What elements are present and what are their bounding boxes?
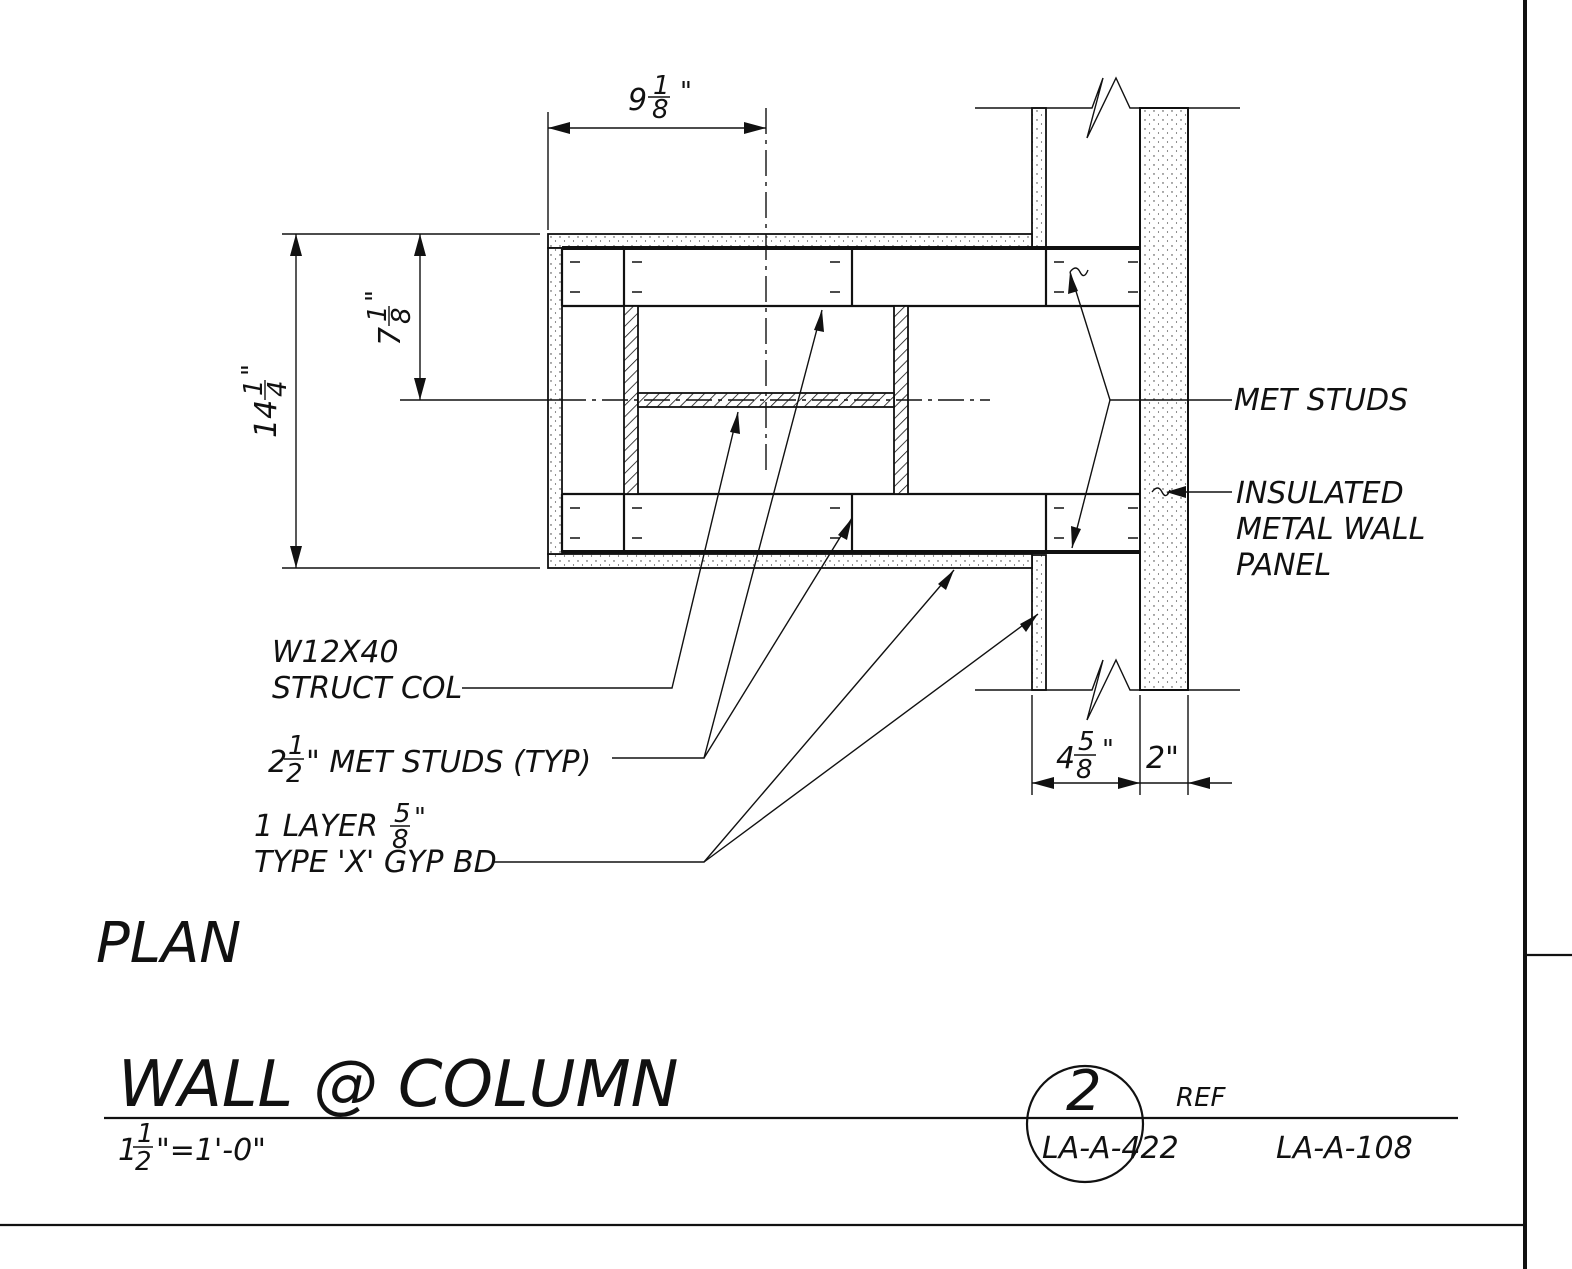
centerlines [560,108,990,470]
studs-den: 2 [286,759,303,789]
dim-panel: 2" [1146,741,1179,776]
dim-total-height: 14 1 4 " [237,364,293,438]
callout-sheet: LA-A-422 [1042,1131,1179,1166]
dim-den: 8 [387,307,417,324]
dim-num: 1 [653,71,670,101]
gyp-line-2: TYPE 'X' GYP BD [254,845,497,880]
label-insulated-panel-3: PANEL [1236,548,1331,583]
dimension-lines [282,112,1232,795]
view-label: PLAN [96,911,241,976]
dim-num: 5 [1078,727,1095,757]
dim-den: 4 [263,380,293,397]
studs-text: " MET STUDS (TYP) [306,745,591,780]
studs-whole: 2 [268,745,287,780]
label-studs-typ: 2 1 2 " MET STUDS (TYP) [268,731,591,789]
dim-whole: 9 [628,83,647,118]
label-met-studs: MET STUDS [1234,383,1408,418]
dim-whole: 7 [373,327,408,346]
dim-num: 1 [363,305,393,322]
dim-unit: " [1102,735,1114,765]
detail-title: WALL @ COLUMN [118,1048,679,1122]
dim-cavity: 4 5 8 " [1056,727,1114,785]
studs-num: 1 [288,731,305,761]
scale-rest: "=1'-0" [156,1133,266,1168]
dim-whole: 4 [1056,741,1075,776]
detail-callout: 2 LA-A-422 REF LA-A-108 [1025,1059,1413,1184]
gyp-unit: " [414,803,426,833]
gyp-line-1: 1 LAYER [254,809,378,844]
label-column-size: W12X40 [272,635,399,670]
scale-note: 1 1 2 "=1'-0" [118,1119,266,1177]
dim-unit: " [361,290,391,302]
dim-top-width: 9 1 8 " [628,71,692,125]
label-insulated-panel-2: METAL WALL [1236,512,1425,547]
dim-unit: " [237,364,267,376]
dim-half-height: 7 1 8 " [361,290,417,346]
gyp-num: 5 [394,799,411,829]
callout-detail-number: 2 [1066,1059,1102,1124]
dim-whole: 14 [249,400,284,438]
label-insulated-panel-1: INSULATED [1236,476,1404,511]
scale-num: 1 [137,1119,154,1149]
dim-den: 8 [1076,755,1093,785]
callout-ref-sheet: LA-A-108 [1276,1131,1413,1166]
label-gyp-board: 1 LAYER 5 8 " TYPE 'X' GYP BD [254,799,497,880]
gyp-den: 8 [392,825,409,855]
dim-num: 1 [239,379,269,396]
exterior-wall [975,76,1240,721]
dim-unit: " [680,77,692,107]
leaders [462,271,1232,863]
callout-ref-label: REF [1176,1083,1226,1113]
metal-studs [560,246,1171,554]
scale-whole: 1 [118,1133,137,1168]
scale-den: 2 [135,1147,152,1177]
dim-den: 8 [652,95,669,125]
callout-bubble [1025,1064,1145,1184]
column-enclosure [547,233,1033,569]
label-column-desc: STRUCT COL [272,671,462,706]
